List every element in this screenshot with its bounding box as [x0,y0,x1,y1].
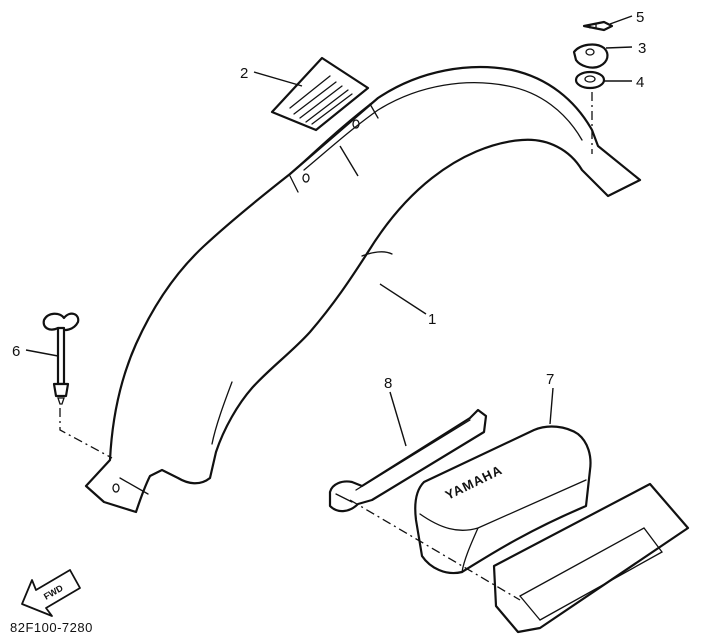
leader-line-2b [339,145,359,177]
callout-1: 1 [428,311,436,328]
callout-8: 8 [384,375,392,392]
tool-tray-part [492,482,690,634]
callout-6: 6 [12,343,20,360]
leader-line-8 [389,391,407,447]
screw-part [582,20,614,32]
strap-part [328,408,488,513]
wing-nut-part [572,43,609,69]
callout-3: 3 [638,40,646,57]
leader-line-5 [609,15,633,25]
fender-part [84,65,642,514]
leader-line-7 [549,387,554,425]
wing-bolt-part [42,312,80,405]
callout-7: 7 [546,371,554,388]
assembly-line-bolt [59,408,113,459]
callout-4: 4 [636,74,644,91]
diagram-code: 82F100-7280 [10,620,93,635]
caution-label-part [270,56,370,132]
leader-line-1 [379,283,427,315]
callout-2: 2 [240,65,248,82]
grommet-part [574,70,606,90]
leader-line-3 [605,46,633,49]
forward-arrow-icon: FWD [21,569,81,617]
callout-5: 5 [636,9,644,26]
assembly-line-strap [349,499,521,601]
leader-line-2 [253,71,303,87]
tool-box-part: YAMAHA [414,425,592,575]
leader-line-6 [25,349,59,357]
